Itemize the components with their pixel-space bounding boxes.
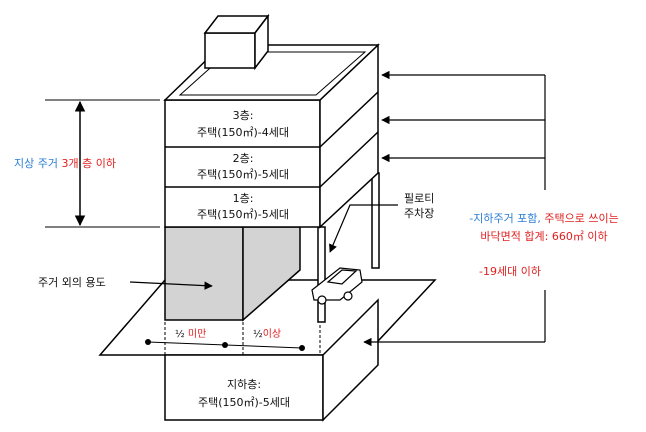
floor1-name: 1층: [233,192,254,205]
note-background [458,190,634,290]
floor2-name: 2층: [233,152,254,165]
floor1-use: 주택(150㎡)-5세대 [197,208,289,221]
floor3-use: 주택(150㎡)-4세대 [197,126,289,139]
ground-split-left: ½ 미만 [175,328,206,340]
non-residential-label: 주거 외의 용도 [38,276,106,289]
residential-area-bracket [363,70,546,347]
piloti-label-1: 필로티 [404,192,434,205]
right-note-line1: -지하주거 포함, 주택으로 쓰이는 [469,211,619,225]
piloti-label-2: 주차장 [404,207,434,220]
basement-box [164,298,379,422]
car-icon [311,267,363,305]
floor3-name: 3층: [233,109,254,122]
right-note-line3: -19세대 이하 [479,264,541,278]
right-note-line2: 바닥면적 합계: 660㎡ 이하 [480,229,607,243]
height-dimension [45,99,160,228]
non-residential-arrow [129,281,213,290]
non-residential-block [164,226,301,322]
basement-use: 주택(150㎡)-5세대 [198,396,290,409]
ground-split-right: ½이상 [253,328,281,340]
above-ground-note: 지상 주거 3개 층 이하 [14,156,116,170]
piloti-arrow [329,204,398,253]
floor2-use: 주택(150㎡)-5세대 [197,168,289,181]
basement-name: 지하층: [227,377,261,391]
upper-floors-front [164,99,321,228]
rooftop-unit [203,13,270,71]
ground-split-dimension [145,322,321,355]
